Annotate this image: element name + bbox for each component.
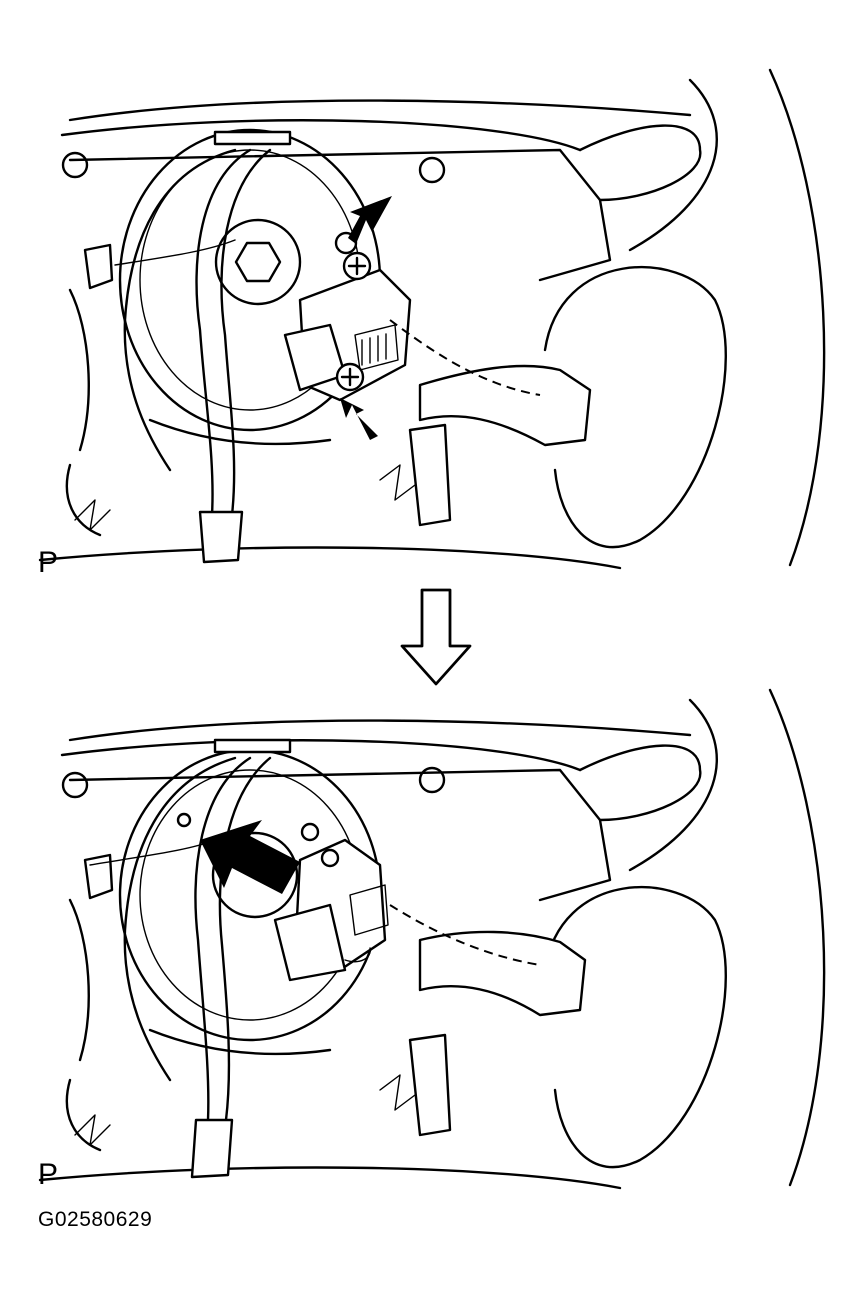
bold-black-arrow-icon: [200, 820, 300, 894]
column-cover: [68, 148, 612, 282]
wire-harness: [195, 148, 252, 517]
view-before-removal: P: [0, 0, 852, 590]
black-arrow-icon: [340, 398, 378, 440]
wire-harness: [194, 756, 252, 1122]
down-outline-arrow-icon: [398, 588, 474, 693]
steering-column-illustration-top: [38, 68, 826, 570]
harness-connector: [190, 1118, 234, 1179]
steering-wheel-pad: [578, 124, 702, 202]
figure-code: G02580629: [38, 1208, 153, 1231]
steering-wheel-rim: [68, 719, 692, 742]
view-label-top: P: [38, 546, 59, 579]
view-after-removal: P: [0, 680, 852, 1200]
view-label-bottom: P: [38, 1158, 59, 1191]
steering-column-illustration-bottom: [38, 688, 826, 1190]
turn-signal-lever: [418, 930, 587, 1017]
harness-connector: [198, 510, 244, 564]
steering-wheel-rim: [68, 99, 692, 122]
steering-wheel-pad: [578, 744, 702, 822]
hub-nut: [234, 241, 282, 283]
black-arrow-icon: [348, 196, 392, 244]
column-cover: [68, 768, 612, 902]
